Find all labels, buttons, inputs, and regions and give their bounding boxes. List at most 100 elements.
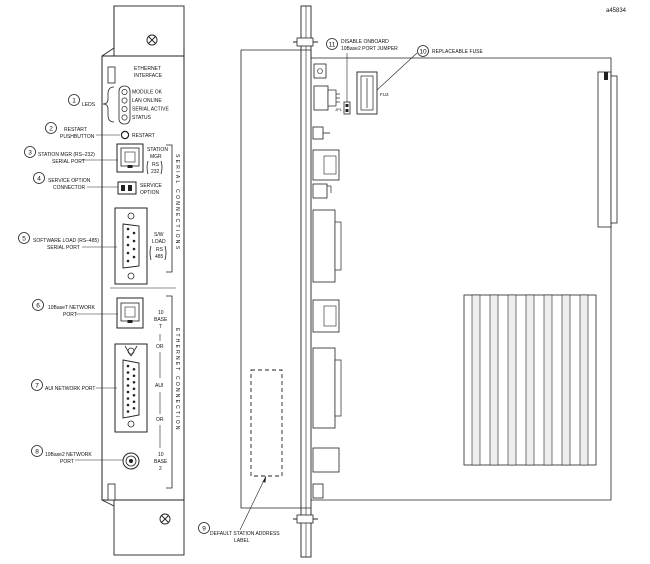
fuse-label: FU3 — [380, 92, 389, 97]
led-serial-active — [121, 106, 128, 112]
default-station-address-label — [250, 369, 283, 477]
heat-sink — [463, 294, 597, 466]
led-lan-online — [121, 97, 128, 104]
jumper-jp1[interactable] — [343, 101, 351, 115]
led-label-module-ok: MODULE OK — [132, 90, 163, 96]
sw-load-label-1: S/W — [154, 232, 164, 238]
callout-4-text-1: SERVICE OPTION — [48, 178, 91, 184]
sw-load-pins — [126, 227, 136, 263]
dsub-pin — [126, 403, 130, 407]
dsub-pin — [126, 227, 130, 231]
side-top-screw-icon — [293, 37, 318, 47]
callout-3: 3 STATION MGR (RS–232) SERIAL PORT — [24, 146, 118, 165]
dsub-pin — [126, 410, 130, 413]
callout-9: 9 DEFAULT STATION ADDRESS LABEL — [198, 475, 280, 544]
pcb-outline — [240, 49, 612, 509]
board-led-connector — [313, 85, 340, 111]
dsub-pin — [126, 371, 130, 374]
led-label-lan-online: LAN ONLINE — [132, 98, 162, 104]
tenbase2-label-2: BASE — [154, 459, 168, 465]
callout-11: 11 DISABLE ONBOARD 10Base2 PORT JUMPER — [326, 38, 398, 102]
callout-9-text-2: LABEL — [234, 538, 250, 544]
aui-dsub-port[interactable] — [114, 343, 148, 433]
dsub-pin — [126, 390, 130, 394]
callout-2-text-2: PUSHBUTTON — [60, 134, 95, 140]
callout-8: 8 10Base2 NETWORK PORT — [31, 445, 123, 465]
callout-2: 2 RESTART PUSHBUTTON — [45, 122, 120, 140]
tenbaset-port[interactable] — [116, 297, 144, 329]
dsub-pin — [126, 384, 130, 387]
dsub-pin — [132, 406, 136, 410]
callout-11-text-1: DISABLE ONBOARD — [341, 39, 389, 45]
or-label-2: OR — [156, 417, 164, 423]
dsub-pin — [132, 239, 136, 243]
fuse-fu3[interactable] — [356, 71, 378, 115]
sw-load-label-3: RS — [156, 247, 164, 253]
station-mgr-label-4: 232 — [151, 169, 160, 175]
station-mgr-label-2: MGR — [150, 154, 162, 160]
station-mgr-label-1: STATION — [147, 147, 168, 153]
top-latch[interactable] — [107, 66, 116, 84]
callout-10-text: REPLACEABLE FUSE — [432, 49, 484, 55]
or-label-1: OR — [156, 344, 164, 350]
dsub-pin — [132, 387, 136, 391]
callout-1: 1 LEDS — [68, 86, 115, 123]
dsub-pin — [126, 243, 130, 247]
service-option-connector[interactable] — [117, 181, 137, 195]
dsub-pin — [132, 380, 136, 384]
restart-label: RESTART — [132, 133, 155, 139]
callout-3-number: 3 — [28, 149, 32, 156]
board-sw-dsub — [312, 209, 342, 283]
dsub-pin — [126, 235, 130, 239]
callout-5-text-1: SOFTWARE LOAD (RS–485) — [33, 238, 99, 244]
sw-load-dsub-port[interactable] — [114, 207, 148, 285]
station-mgr-label-3: RS — [152, 162, 160, 168]
callout-5: 5 SOFTWARE LOAD (RS–485) SERIAL PORT — [18, 232, 117, 251]
callout-3-text-1: STATION MGR (RS–232) — [38, 152, 95, 158]
station-mgr-port[interactable] — [116, 143, 144, 173]
callout-10: 10 REPLACEABLE FUSE — [376, 45, 484, 91]
bottom-screw-icon — [159, 513, 171, 525]
dsub-pin — [132, 393, 136, 397]
side-bottom-screw-icon — [293, 514, 318, 524]
callout-7-number: 7 — [35, 382, 39, 389]
dsub-pin — [132, 231, 136, 235]
callout-1-number: 1 — [72, 97, 76, 104]
ethernet-connection-label: ETHERNET CONNECTION — [174, 328, 180, 432]
service-option-label-2: OPTION — [140, 190, 160, 196]
sw-load-label-4: 485 — [155, 254, 164, 260]
figure-id: a45834 — [606, 8, 627, 14]
panel-title-line1: ETHERNET — [134, 66, 161, 72]
dsub-pin — [132, 255, 136, 259]
led-label-serial-active: SERIAL ACTIVE — [132, 107, 169, 113]
restart-button[interactable] — [120, 130, 130, 140]
tenbase2-bnc-port[interactable] — [122, 452, 140, 470]
callout-5-number: 5 — [22, 235, 26, 242]
board-service-connector — [312, 183, 332, 199]
callout-3-text-2: SERIAL PORT — [52, 159, 85, 165]
callout-6: 6 10BaseT NETWORK PORT — [32, 299, 118, 318]
callout-4: 4 SERVICE OPTION CONNECTOR — [33, 172, 118, 191]
callout-4-number: 4 — [37, 175, 41, 182]
aui-pins — [126, 364, 136, 413]
tenbase2-label-1: 10 — [158, 452, 164, 458]
jumper-label: JP1 — [335, 107, 343, 112]
dsub-pin — [126, 259, 130, 263]
callout-11-number: 11 — [329, 41, 336, 48]
tenbaset-label-1: 10 — [158, 310, 164, 316]
callout-2-number: 2 — [49, 125, 53, 132]
callout-8-number: 8 — [35, 448, 39, 455]
backplane-connector — [597, 71, 618, 228]
panel-title-line2: INTERFACE — [134, 73, 163, 79]
bottom-latch[interactable] — [107, 483, 116, 501]
sw-load-label-2: LOAD — [152, 239, 166, 245]
board-aui-dsub — [312, 347, 342, 429]
callout-8-text-1: 10Base2 NETWORK — [45, 452, 92, 458]
tenbaset-label-3: T — [159, 324, 162, 330]
callout-6-text-2: PORT — [63, 312, 77, 318]
callout-2-text-1: RESTART — [64, 127, 87, 133]
callout-7: 7 AUI NETWORK PORT — [31, 379, 117, 392]
dsub-pin — [132, 400, 136, 404]
callout-9-text-1: DEFAULT STATION ADDRESS — [210, 531, 280, 537]
callout-1-text: LEDS — [82, 102, 96, 108]
